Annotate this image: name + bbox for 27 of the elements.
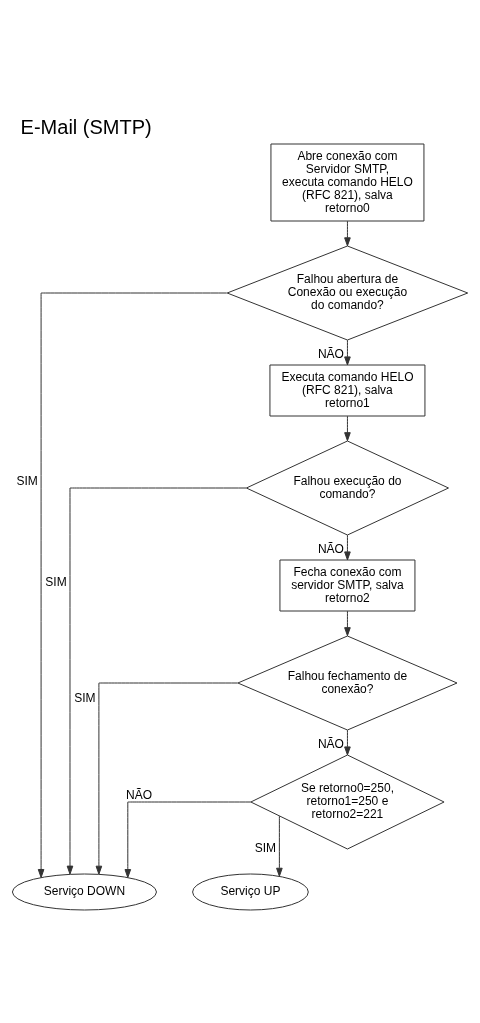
edge-label: NÃO [317, 736, 344, 751]
edge-label: SIM [45, 574, 67, 589]
arrow [66, 487, 247, 875]
diagram-title: E-Mail (SMTP) [20, 115, 152, 138]
edge-label: NÃO [317, 541, 344, 556]
edge-label: NÃO [126, 787, 153, 802]
arrow [344, 339, 351, 365]
node-box: Abre conexão com Servidor SMTP, executa comando HELO (RFC 821), salva retorno0 [270, 143, 425, 221]
edge-label: NÃO [317, 346, 344, 361]
node-diamond: Falhou execução do comando? [245, 440, 449, 535]
node-diamond: Falhou fechamento de conexão? [237, 635, 458, 730]
arrow [95, 682, 239, 875]
arrow [344, 220, 351, 246]
arrow [37, 292, 228, 878]
arrow [344, 729, 351, 755]
arrow [124, 801, 252, 878]
arrow [344, 610, 351, 636]
node-diamond: Falhou abertura de Conexão ou execução do comando? [226, 245, 469, 340]
arrow [276, 815, 283, 877]
node-ellipse: Serviço DOWN [11, 873, 157, 910]
node-ellipse: Serviço UP [192, 873, 309, 910]
node-box: Executa comando HELO (RFC 821), salva retorno1 [269, 364, 426, 416]
arrow [344, 415, 351, 441]
arrow [344, 534, 351, 560]
node-box: Fecha conexão com servidor SMTP, salva retorno2 [279, 559, 416, 611]
edge-label: SIM [16, 473, 38, 488]
edge-label: SIM [74, 690, 96, 705]
